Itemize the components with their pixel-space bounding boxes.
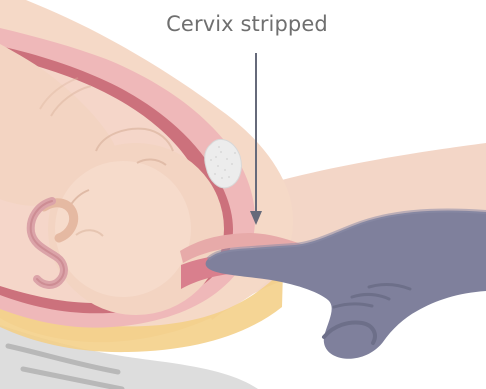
annotation-label: Cervix stripped (147, 10, 347, 38)
